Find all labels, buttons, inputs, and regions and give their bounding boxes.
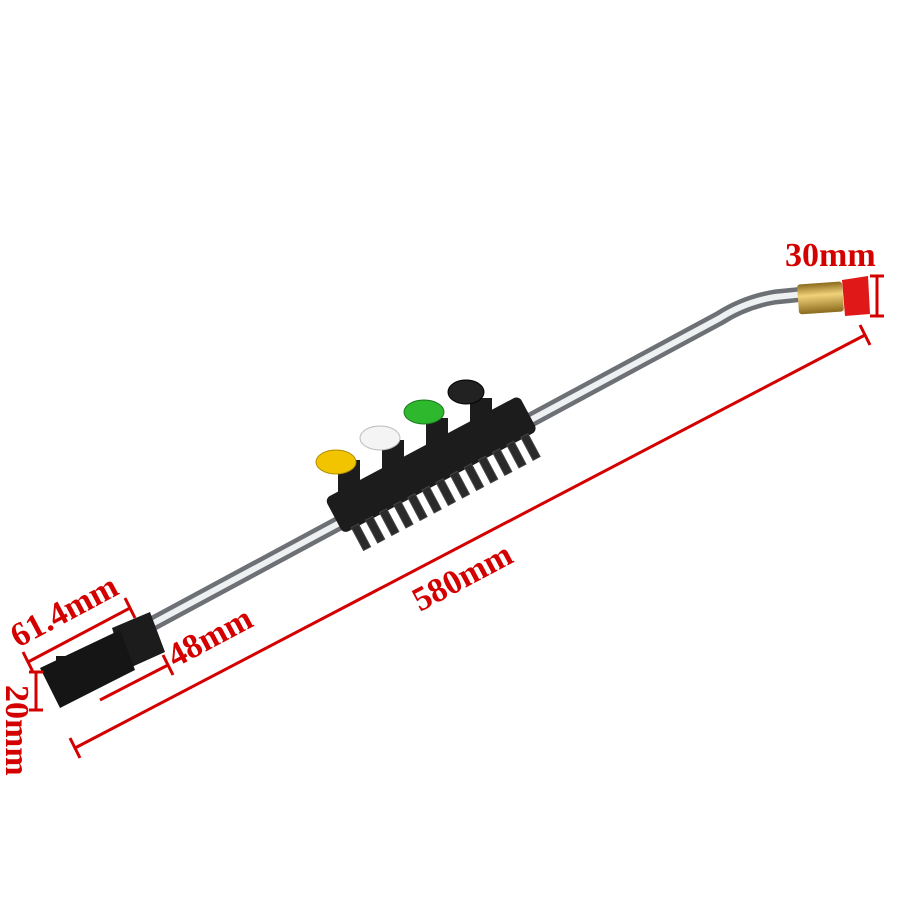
steel-wand (142, 286, 813, 633)
yellow-nozzle (315, 449, 360, 500)
total-length-label: 580mm (406, 536, 518, 619)
red-nozzle-tip (842, 276, 870, 316)
tip-height-label: 30mm (785, 237, 876, 274)
adapter-tab-label: 20mm (0, 685, 35, 776)
dimension-lines (21, 274, 884, 759)
green-nozzle (403, 399, 448, 458)
white-nozzle (359, 425, 404, 480)
bayonet-adapter (40, 612, 165, 708)
brass-quick-coupler (797, 281, 844, 315)
black-nozzle (447, 379, 492, 434)
